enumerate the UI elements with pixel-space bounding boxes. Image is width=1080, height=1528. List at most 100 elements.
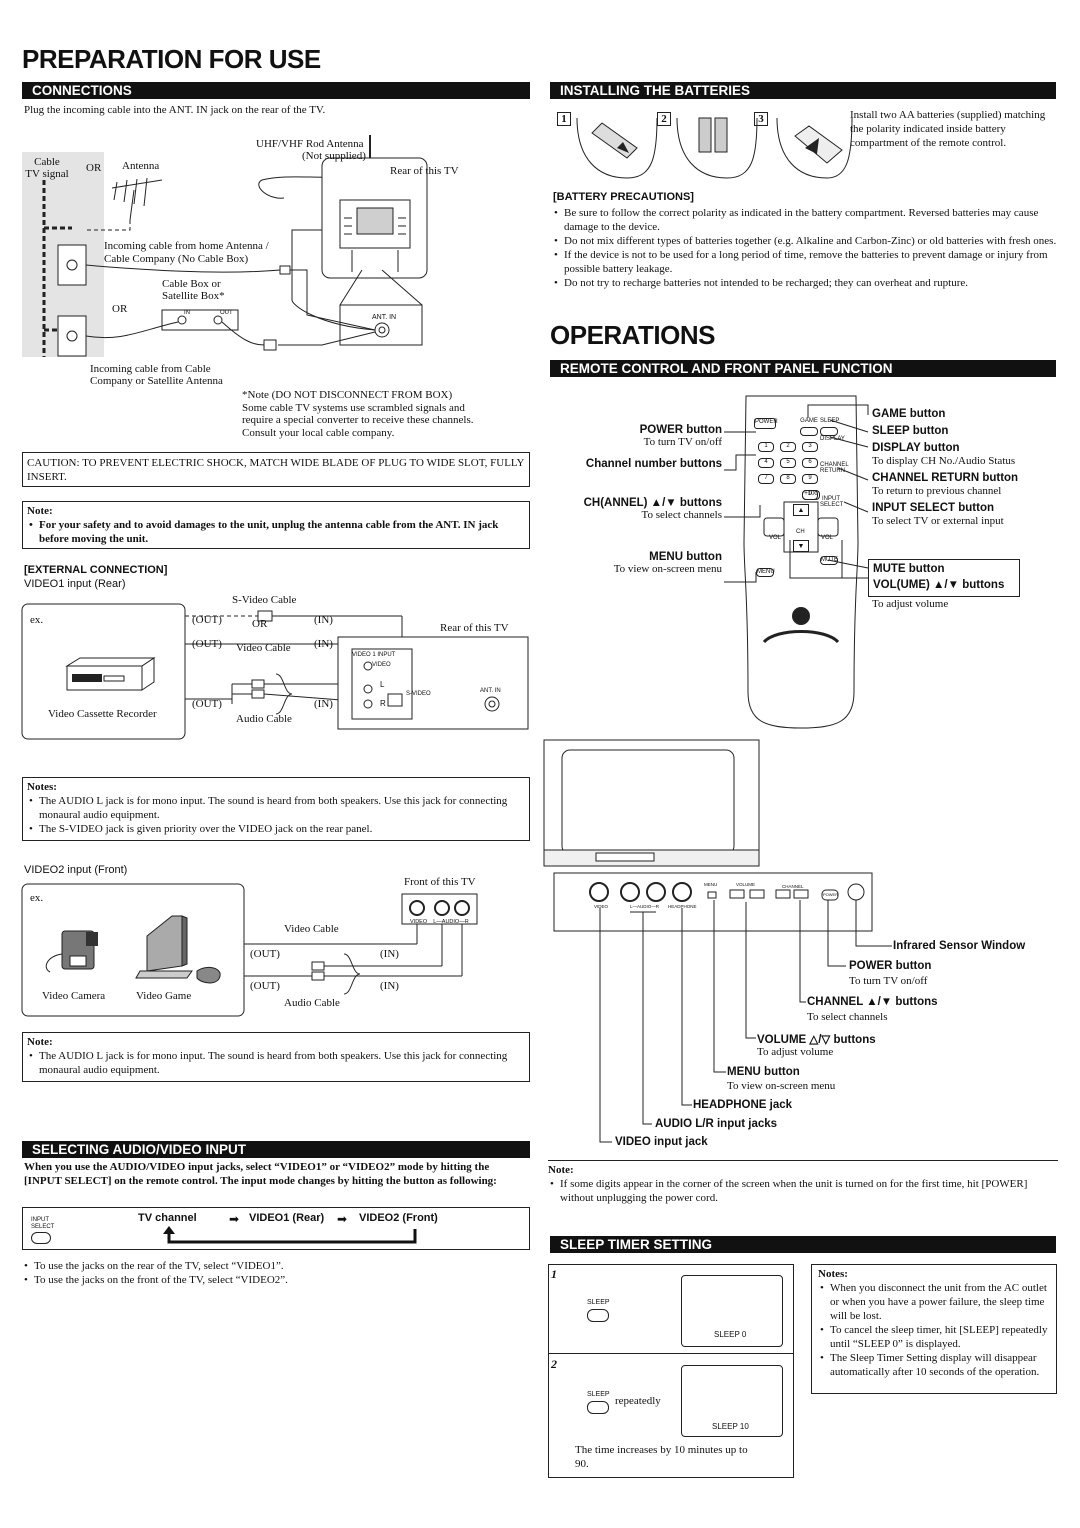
label-audio-jacks: AUDIO L/R input jacks <box>655 1118 778 1130</box>
sleep-screen-2-text: SLEEP 10 <box>712 1422 749 1431</box>
in-label-audio: (IN) <box>314 698 333 710</box>
caution-box: CAUTION: TO PREVENT ELECTRIC SHOCK, MATC… <box>22 452 530 487</box>
sleep-note-2: To cancel the sleep timer, hit [SLEEP] r… <box>818 1323 1050 1351</box>
remote-key-sleep[interactable]: SLEEP <box>820 418 840 424</box>
audio-cable-label-2: Audio Cable <box>284 997 340 1009</box>
out-label-audio-2: (OUT) <box>250 980 280 992</box>
label-video-jack: VIDEO input jack <box>615 1136 708 1148</box>
selecting-intro: When you use the AUDIO/VIDEO input jacks… <box>24 1161 497 1187</box>
battery-precaution-2: Do not mix different types of batteries … <box>552 234 1057 248</box>
remote-digit-9[interactable]: 9 <box>802 474 818 484</box>
or-label-2: OR <box>112 303 128 315</box>
selecting-header: SELECTING AUDIO/VIDEO INPUT <box>22 1141 530 1158</box>
label-panel-menu-button: MENU button <box>727 1066 800 1078</box>
battery-steps: 1 2 3 <box>557 108 853 193</box>
label-infrared-sensor: Infrared Sensor Window <box>893 940 1026 952</box>
front-of-tv-label: Front of this TV <box>404 876 476 888</box>
front-panel-note-title: Note: <box>548 1164 574 1176</box>
remote-digit-3[interactable]: 3 <box>802 442 818 452</box>
battery-step-3: 3 <box>754 112 768 126</box>
remote-body-drawing <box>743 395 859 729</box>
sleep-step-1-marker: 1 <box>551 1267 557 1281</box>
remote-key-ch-down[interactable]: ▼ <box>793 540 809 552</box>
vcr-label: Video Cassette Recorder <box>48 708 157 720</box>
video1-wiring-drawing <box>21 603 529 740</box>
remote-mute-vol-labels: MUTE button VOL(UME) ▲/▼ buttons <box>868 559 1020 597</box>
flow-arrow-1: ➡ <box>229 1212 240 1226</box>
input-select-key[interactable] <box>31 1232 51 1244</box>
remote-digit-2[interactable]: 2 <box>780 442 796 452</box>
flow-tv-channel: TV channel <box>138 1212 197 1224</box>
video-cable-label: Video Cable <box>236 642 291 654</box>
panel-power-label: POWER <box>823 892 839 897</box>
video2-diagram: ex. Front of this TV VIDEO L—AUDIO—R Vid… <box>21 876 530 1021</box>
desc-panel-channel-buttons: To select channels <box>807 1011 888 1023</box>
company-satellite-label: Company or Satellite Antenna <box>90 375 223 387</box>
s-video-jack-label: S-VIDEO <box>406 691 431 697</box>
label-channel-updown-buttons: CH(ANNEL) ▲/▼ buttons <box>583 497 722 509</box>
batteries-header: INSTALLING THE BATTERIES <box>550 82 1056 99</box>
desc-input-select-button: To select TV or external input <box>872 515 1004 527</box>
sleep-key-2[interactable] <box>587 1401 609 1414</box>
panel-audio-label: L—AUDIO—R <box>630 904 660 909</box>
remote-key-display[interactable]: DISPLAY <box>820 436 845 442</box>
label-display-button: DISPLAY button <box>872 442 960 454</box>
sleep-step-2-marker: 2 <box>551 1357 557 1371</box>
sleep-key-label-1: SLEEP <box>587 1299 610 1306</box>
remote-key-power[interactable]: POWER <box>754 418 778 429</box>
label-volume-buttons: VOL(UME) ▲/▼ buttons <box>873 579 1005 591</box>
remote-key-channel-return[interactable]: CHANNEL RETURN <box>820 462 849 474</box>
video2-note-box: Note: The AUDIO L jack is for mono input… <box>22 1032 530 1082</box>
desc-power-button: To turn TV on/off <box>643 436 722 448</box>
selecting-bullet-2: To use the jacks on the front of the TV,… <box>22 1273 288 1287</box>
external-note-2: The S-VIDEO jack is given priority over … <box>27 822 525 836</box>
in-label-svideo: (IN) <box>314 614 333 626</box>
remote-key-game-btn[interactable] <box>800 427 818 436</box>
front-jacks-label: VIDEO L—AUDIO—R <box>410 919 469 925</box>
remote-key-ch-up[interactable]: ▲ <box>793 504 809 516</box>
incoming-home-label: Incoming cable from home Antenna / <box>104 240 269 252</box>
remote-digit-1[interactable]: 1 <box>758 442 774 452</box>
remote-key-ch[interactable]: CH <box>796 529 805 535</box>
antenna-wiring-drawing <box>22 135 428 357</box>
box-out-label: OUT <box>220 310 233 316</box>
remote-digit-8[interactable]: 8 <box>780 474 796 484</box>
or-label-1: OR <box>86 162 102 174</box>
remote-key-vol-minus[interactable]: VOL <box>769 535 782 541</box>
remote-key-input-select[interactable]: INPUT SELECT <box>820 496 844 508</box>
label-game-button: GAME button <box>872 408 946 420</box>
remote-key-game[interactable]: GAME <box>800 418 818 424</box>
desc-menu-button: To view on-screen menu <box>613 563 722 575</box>
remote-digit-4[interactable]: 4 <box>758 458 774 468</box>
remote-digit-6[interactable]: 6 <box>802 458 818 468</box>
out-label-svideo: (OUT) <box>192 614 222 626</box>
panel-channel-label: CHANNEL <box>782 884 804 889</box>
sleep-key-label-2: SLEEP <box>587 1391 610 1398</box>
battery-steps-drawing <box>576 117 853 179</box>
remote-key-vol-plus[interactable]: VOL <box>821 535 834 541</box>
sleep-key-1[interactable] <box>587 1309 609 1322</box>
label-channel-number-buttons: Channel number buttons <box>585 458 722 470</box>
connections-intro: Plug the incoming cable into the ANT. IN… <box>24 104 326 116</box>
sleep-header: SLEEP TIMER SETTING <box>550 1236 1056 1253</box>
remote-key-sleep-btn[interactable] <box>820 427 838 436</box>
selecting-bullet-1: To use the jacks on the rear of the TV, … <box>22 1259 288 1273</box>
sleep-note-3: The Sleep Timer Setting display will dis… <box>818 1351 1050 1379</box>
label-headphone-jack: HEADPHONE jack <box>693 1099 793 1111</box>
remote-digit-5[interactable]: 5 <box>780 458 796 468</box>
s-video-cable-label: S-Video Cable <box>232 594 297 606</box>
sleep-notes-box: Notes: When you disconnect the unit from… <box>811 1264 1057 1394</box>
external-notes-box: Notes: The AUDIO L jack is for mono inpu… <box>22 777 530 841</box>
label-mute-button: MUTE button <box>873 563 945 575</box>
video1-diagram: ex. S-Video Cable (OUT) OR (IN) Rear of … <box>21 594 530 744</box>
safety-note-box: Note: For your safety and to avoid damag… <box>22 501 530 549</box>
remote-key-plus100[interactable]: +100 <box>802 490 820 500</box>
remote-digit-7[interactable]: 7 <box>758 474 774 484</box>
in-label-video: (IN) <box>314 638 333 650</box>
sleep-note-1: When you disconnect the unit from the AC… <box>818 1281 1050 1323</box>
desc-panel-power-button: To turn TV on/off <box>849 975 928 987</box>
sleep-screen-1-text: SLEEP 0 <box>714 1330 747 1339</box>
label-input-select-button: INPUT SELECT button <box>872 502 995 514</box>
label-menu-button: MENU button <box>649 551 722 563</box>
flow-arrow-2: ➡ <box>337 1212 348 1226</box>
